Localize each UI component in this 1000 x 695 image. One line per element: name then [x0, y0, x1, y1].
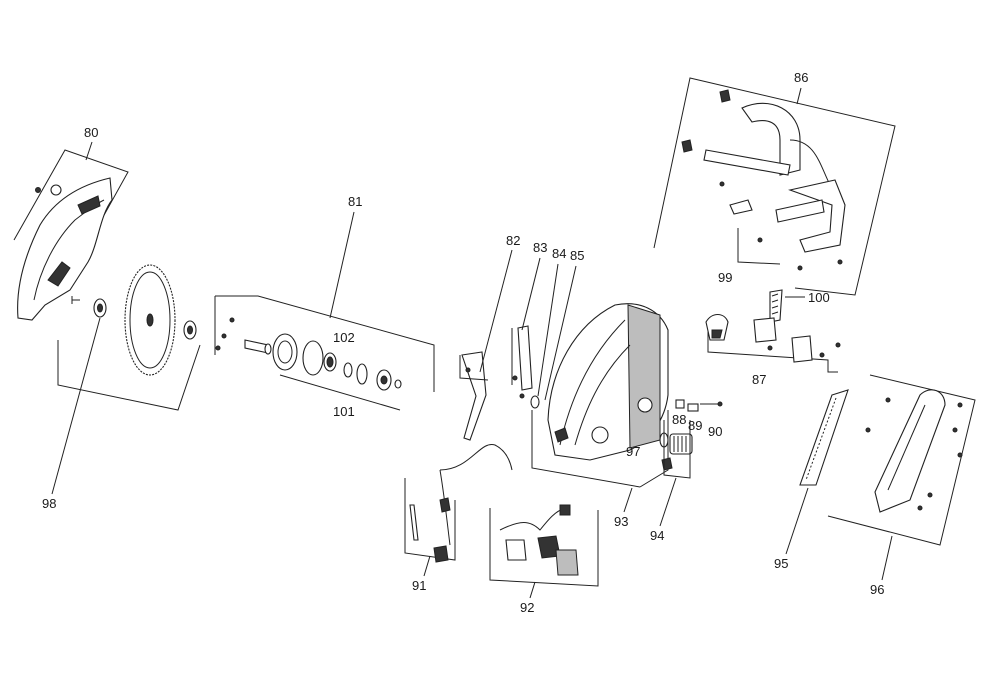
flange-washer [93, 298, 107, 318]
part-92-switch-box [489, 504, 599, 587]
part-91-switch-wiring [404, 444, 513, 563]
label-81: 81 [348, 194, 362, 209]
label-95: 95 [774, 556, 788, 571]
part-81-arbor-assembly [215, 317, 402, 391]
part-89-motor-armature [659, 420, 693, 479]
label-84: 84 [552, 246, 566, 261]
part-93-main-housing [531, 303, 669, 488]
part-82-riving-lever [459, 351, 489, 441]
label-80: 80 [84, 125, 98, 140]
label-87: 87 [752, 372, 766, 387]
label-97: 97 [626, 444, 640, 459]
label-102: 102 [333, 330, 355, 345]
label-83: 83 [533, 240, 547, 255]
part-90-screw [700, 401, 723, 407]
label-91: 91 [412, 578, 426, 593]
outer-flange [183, 320, 197, 340]
part-88-brush-holder [675, 399, 699, 412]
label-85: 85 [570, 248, 584, 263]
part-87-switch-covers [705, 313, 841, 373]
label-88: 88 [672, 412, 686, 427]
saw-blade [124, 264, 176, 376]
label-96: 96 [870, 582, 884, 597]
part-86-handle-assembly [653, 77, 896, 296]
label-100: 100 [808, 290, 830, 305]
label-93: 93 [614, 514, 628, 529]
label-82: 82 [506, 233, 520, 248]
part-100-trigger-switch [753, 289, 805, 351]
part-80-upper-blade-guard [13, 149, 129, 321]
label-92: 92 [520, 600, 534, 615]
part-83-link-bar [511, 325, 533, 391]
part-84-washer [519, 393, 540, 409]
label-89: 89 [688, 418, 702, 433]
label-99: 99 [718, 270, 732, 285]
label-94: 94 [650, 528, 664, 543]
part-95-drive-belt [799, 389, 849, 486]
label-90: 90 [708, 424, 722, 439]
label-86: 86 [794, 70, 808, 85]
part-96-side-cover [827, 374, 976, 546]
label-98: 98 [42, 496, 56, 511]
label-101: 101 [333, 404, 355, 419]
